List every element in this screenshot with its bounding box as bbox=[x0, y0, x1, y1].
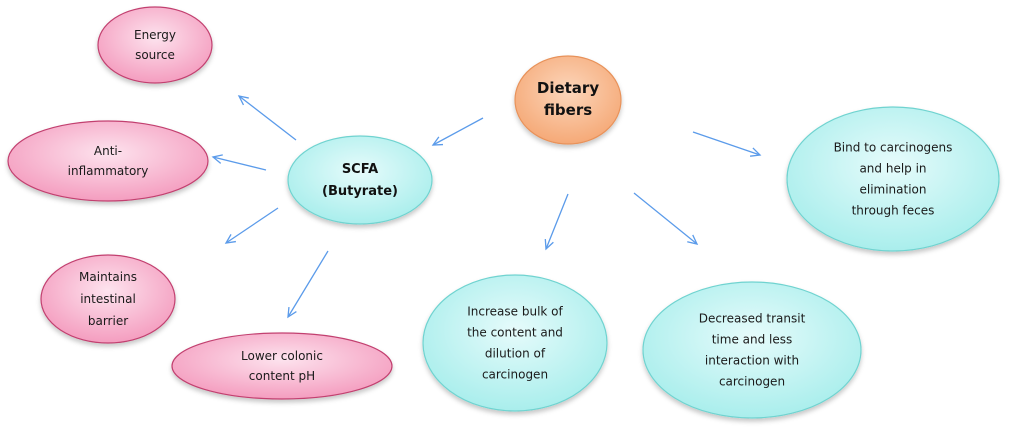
arrowhead-icon bbox=[431, 136, 444, 146]
node-ellipse bbox=[97, 6, 213, 84]
arrow-dietary-fibers-to-increase-bulk bbox=[544, 193, 569, 251]
node-label-line: interaction with bbox=[705, 354, 799, 368]
arrowhead-icon bbox=[544, 238, 554, 251]
arrow-line bbox=[633, 192, 698, 245]
arrow-line bbox=[432, 117, 484, 146]
arrow-scfa-to-lower-colonic-content-ph bbox=[287, 250, 329, 319]
node-energy-source: Energy source bbox=[97, 6, 213, 84]
node-ellipse bbox=[40, 254, 176, 344]
arrowhead-icon bbox=[287, 306, 297, 319]
node-label-line: Maintains bbox=[79, 270, 137, 284]
node-label-line: dilution of bbox=[485, 347, 546, 361]
node-bind-carcinogens: Bind to carcinogens and help in eliminatio… bbox=[786, 106, 1000, 252]
node-label-line: carcinogen bbox=[482, 368, 548, 382]
arrow-scfa-to-maintains-intestinal-barrier bbox=[224, 207, 279, 244]
node-label-line: (Butyrate) bbox=[322, 184, 398, 199]
node-label-line: Lower colonic bbox=[241, 349, 323, 363]
node-label-line: Decreased transit bbox=[699, 312, 806, 326]
node-label-line: SCFA bbox=[342, 162, 378, 177]
node-dietary-fibers: Dietary fibers bbox=[514, 55, 622, 145]
node-label-line: time and less bbox=[712, 333, 793, 347]
arrowhead-icon bbox=[749, 147, 762, 157]
node-lower-colonic-content-ph: Lower colonic content pH bbox=[171, 332, 393, 400]
arrow-line bbox=[692, 131, 761, 156]
node-label-line: Energy bbox=[134, 28, 176, 42]
node-label-line: through feces bbox=[852, 204, 935, 218]
node-ellipse bbox=[786, 106, 1000, 252]
arrowhead-icon bbox=[237, 95, 249, 106]
node-ellipse bbox=[642, 281, 862, 419]
node-label-line: content pH bbox=[249, 369, 315, 383]
node-label-line: Bind to carcinogens bbox=[834, 141, 953, 155]
node-label-line: barrier bbox=[88, 314, 128, 328]
arrow-line bbox=[545, 193, 569, 250]
node-label-line: Increase bulk of bbox=[467, 305, 563, 319]
node-increase-bulk: Increase bulk of the content and dilution … bbox=[422, 274, 608, 412]
arrowhead-icon bbox=[211, 154, 223, 164]
node-label-line: fibers bbox=[544, 101, 592, 119]
node-maintains-intestinal-barrier: Maintains intestinal barrier bbox=[40, 254, 176, 344]
node-ellipse bbox=[514, 55, 622, 145]
node-label-line: carcinogen bbox=[719, 375, 785, 389]
arrow-line bbox=[238, 95, 297, 141]
arrowhead-icon bbox=[687, 234, 699, 245]
arrow-scfa-to-energy-source bbox=[237, 95, 297, 141]
node-label-line: source bbox=[135, 48, 175, 62]
node-decreased-transit: Decreased transit time and less interactio… bbox=[642, 281, 862, 419]
node-ellipse bbox=[171, 332, 393, 400]
arrow-dietary-fibers-to-decreased-transit bbox=[633, 192, 699, 245]
node-label-line: intestinal bbox=[80, 292, 136, 306]
arrow-line bbox=[225, 207, 279, 244]
arrow-dietary-fibers-to-scfa bbox=[431, 117, 484, 146]
node-ellipse bbox=[287, 135, 433, 225]
node-label-line: the content and bbox=[467, 326, 563, 340]
node-label-line: elimination bbox=[859, 183, 926, 197]
arrow-scfa-to-anti-inflammatory bbox=[211, 154, 267, 171]
node-scfa: SCFA (Butyrate) bbox=[287, 135, 433, 225]
arrowhead-icon bbox=[224, 234, 236, 244]
node-label-line: Anti- bbox=[94, 144, 122, 158]
node-label-line: Dietary bbox=[537, 79, 599, 97]
node-label-line: and help in bbox=[859, 162, 926, 176]
node-ellipse bbox=[7, 120, 209, 202]
arrow-line bbox=[212, 156, 267, 171]
arrow-line bbox=[287, 250, 329, 318]
node-anti-inflammatory: Anti-inflammatory bbox=[7, 120, 209, 202]
node-label-line: inflammatory bbox=[68, 164, 149, 178]
arrow-dietary-fibers-to-bind-carcinogens bbox=[692, 131, 762, 157]
node-ellipse bbox=[422, 274, 608, 412]
